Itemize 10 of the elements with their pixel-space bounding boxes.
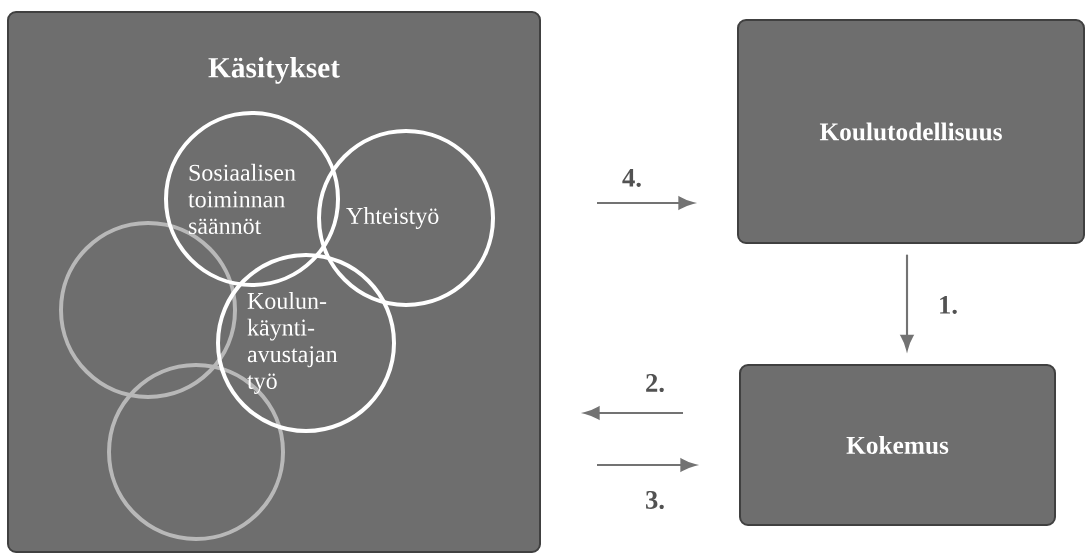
process-box: Koulutodellisuus bbox=[737, 19, 1085, 244]
arrow bbox=[597, 458, 696, 472]
arrow bbox=[584, 406, 683, 420]
arrow bbox=[900, 254, 914, 351]
process-box: Kokemus bbox=[739, 364, 1056, 526]
edge-label: 1. bbox=[940, 296, 957, 314]
edge-label: 4. bbox=[622, 169, 641, 187]
edge-label: 2. bbox=[646, 374, 664, 392]
arrow bbox=[597, 196, 694, 210]
edge-label: 3. bbox=[646, 491, 664, 509]
